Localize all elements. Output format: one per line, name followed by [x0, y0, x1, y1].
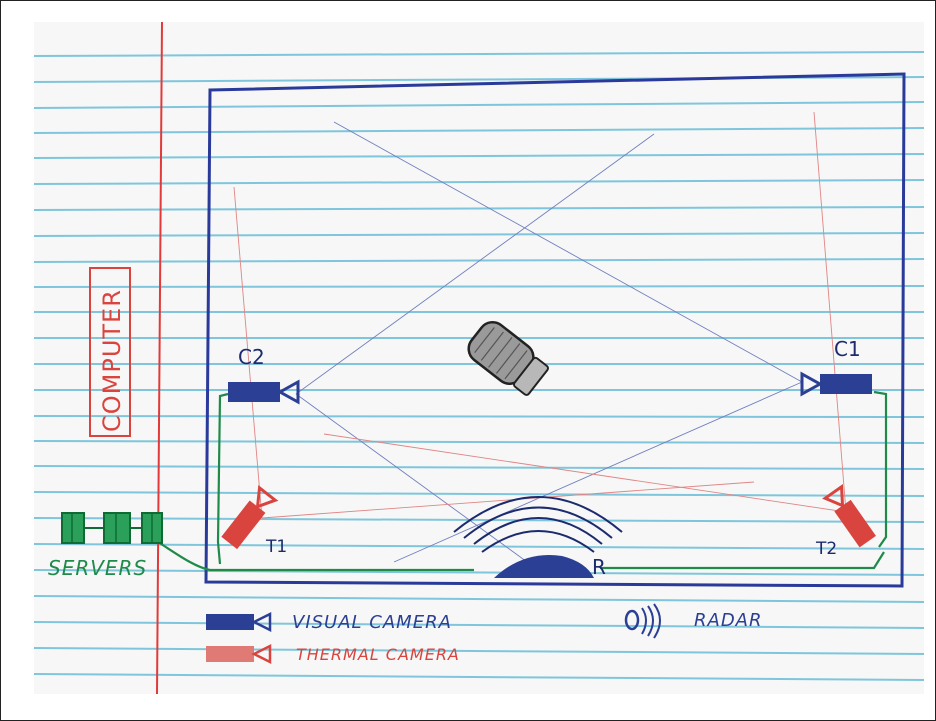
notebook-paper: SERVERS COMPUTER C2 C1 T1 T2: [34, 22, 924, 694]
c2-label: C2: [238, 345, 265, 369]
computer-label: COMPUTER: [98, 289, 126, 432]
thermal-camera-fov-lines: [233, 111, 847, 519]
cable-lines: [157, 390, 888, 572]
thermal-camera-icon: [822, 483, 876, 548]
margin-line: [156, 22, 163, 694]
c1-label: C1: [834, 337, 861, 361]
legend-radar-label: RADAR: [694, 610, 763, 631]
servers-label: SERVERS: [48, 556, 147, 580]
video-camera-icon: [228, 379, 300, 405]
server-rack-icon: [61, 512, 163, 544]
radar-icon: [453, 496, 623, 578]
room-outline: [204, 72, 906, 588]
legend: VISUAL CAMERA THERMAL CAMERA RADAR: [206, 603, 763, 665]
visual-camera-fov-lines: [295, 121, 803, 568]
legend-visual-camera-label: VISUAL CAMERA: [292, 612, 452, 633]
sketch-diagram: SERVERS COMPUTER C2 C1 T1 T2: [34, 22, 924, 694]
t1-label: T1: [265, 537, 287, 557]
legend-thermal-camera-label: THERMAL CAMERA: [296, 645, 460, 664]
video-camera-icon: [800, 371, 872, 397]
legend-video-camera-icon: [206, 611, 272, 633]
ruled-lines: [34, 51, 924, 681]
legend-thermal-camera-icon: [206, 643, 272, 665]
r-label: R: [592, 555, 606, 579]
t2-label: T2: [815, 539, 837, 559]
legend-radar-waves-icon: [624, 603, 661, 639]
thermal-camera-icon: [221, 485, 279, 550]
car-icon: [467, 320, 549, 396]
computer-box: [89, 267, 131, 437]
